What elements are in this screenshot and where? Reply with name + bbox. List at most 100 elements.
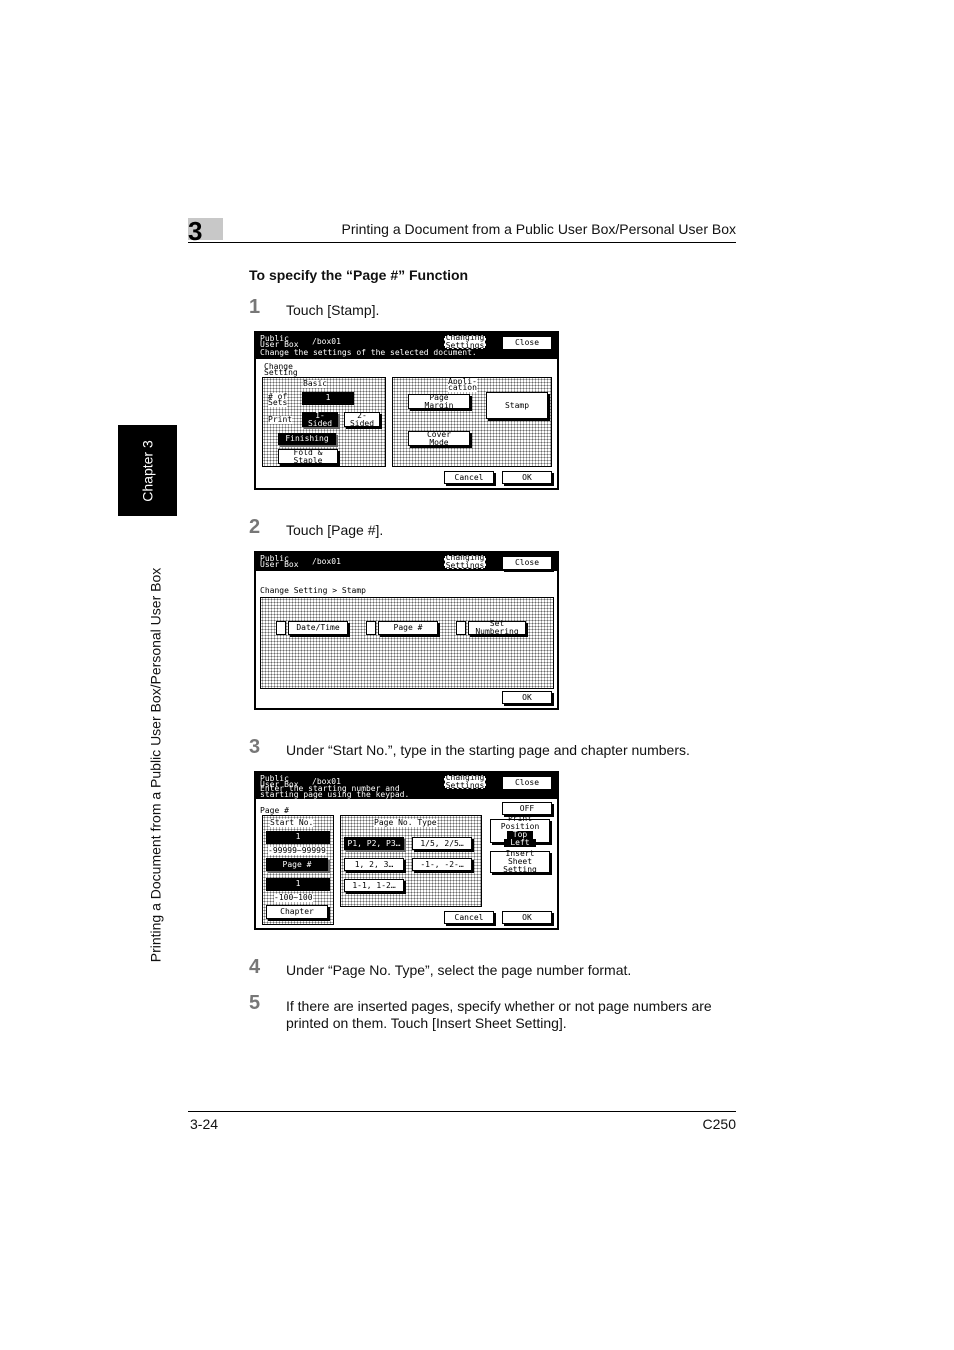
box-path: /box01 (312, 557, 341, 566)
start-number-range: -99999~99999 (268, 846, 326, 855)
button-line: Print (507, 814, 533, 823)
step-text: Under “Start No.”, type in the starting … (286, 742, 690, 758)
button-line: Sheet (507, 857, 533, 866)
breadcrumb: Change Setting > Stamp (260, 586, 366, 595)
header-title: Printing a Document from a Public User B… (341, 221, 737, 237)
cancel-button[interactable]: Cancel (444, 471, 494, 484)
header-label: Public (260, 334, 289, 343)
cancel-button[interactable]: Cancel (444, 911, 494, 924)
chapter-button[interactable]: Chapter (266, 905, 328, 919)
step-number: 5 (249, 992, 261, 1014)
two-sided-button[interactable]: 2-Sided (344, 410, 380, 428)
indicator-line: Settings (445, 341, 485, 350)
ok-button[interactable]: OK (502, 911, 552, 924)
page-number-title: Page # (260, 806, 289, 815)
screen-message: Change the settings of the selected docu… (260, 348, 477, 357)
page-number-tab[interactable]: Page # (266, 858, 328, 871)
button-line: Mode (429, 437, 449, 447)
side-chapter-label: Chapter 3 (139, 439, 156, 502)
indicator-line: Changing (445, 553, 485, 562)
type-dash-button[interactable]: -1-, -2-… (412, 858, 472, 871)
button-line: Page (429, 392, 449, 402)
step-number: 1 (249, 296, 261, 318)
header-label: Public (260, 554, 289, 563)
chapter-number-field[interactable]: 1 (266, 878, 330, 891)
close-button[interactable]: Close (502, 336, 552, 350)
start-number-field[interactable]: 1 (266, 831, 330, 844)
chapter-number-range: -100~100 (274, 893, 313, 902)
step-number: 3 (249, 736, 261, 758)
close-button[interactable]: Close (502, 776, 552, 790)
header-label: Public (260, 774, 289, 783)
model-name: C250 (702, 1116, 736, 1132)
date-time-check[interactable] (276, 621, 286, 635)
type-p1-button[interactable]: P1, P2, P3… (344, 837, 404, 850)
chapter-side-tab (118, 425, 177, 516)
insert-sheet-setting-button[interactable]: Insert Sheet Setting (490, 849, 550, 874)
fold-staple-button[interactable]: Fold &Staple (278, 448, 338, 465)
screen-change-setting: Public User Box /box01 Changing Settings… (254, 331, 559, 490)
sets-label: # of (268, 392, 288, 401)
page-number-button[interactable]: Page # (378, 621, 438, 635)
type-fraction-button[interactable]: 1/5, 2/5… (412, 837, 472, 850)
step-text: If there are inserted pages, specify whe… (286, 998, 712, 1031)
date-time-button[interactable]: Date/Time (288, 621, 348, 635)
indicator-line: Settings (445, 561, 485, 570)
application-label: cation (448, 383, 477, 392)
page-number-check[interactable] (366, 621, 376, 635)
step-number: 2 (249, 516, 261, 538)
header-label: User Box (260, 560, 299, 569)
button-line: Sided (307, 418, 333, 428)
close-button[interactable]: Close (502, 556, 552, 570)
one-sided-button[interactable]: 1-Sided (302, 410, 338, 428)
page-number: 3-24 (190, 1116, 219, 1132)
header-rule (188, 242, 736, 243)
set-numbering-check[interactable] (456, 621, 466, 635)
off-button[interactable]: OFF (502, 802, 552, 815)
button-line: 1- (315, 410, 325, 420)
side-section-label: Printing a Document from a Public User B… (147, 567, 163, 963)
step-number: 4 (249, 956, 261, 978)
button-line: Staple (293, 455, 323, 465)
finishing-button[interactable]: Finishing (278, 433, 336, 445)
header-label: User Box (260, 340, 299, 349)
button-line: Numbering (475, 627, 519, 636)
button-line: 2- (357, 410, 367, 420)
indicator-line: Changing (445, 773, 485, 782)
changing-settings-indicator: Changing Settings (444, 553, 486, 570)
changing-settings-indicator: Changing Settings (444, 334, 486, 350)
button-line: Insert (505, 849, 535, 858)
box-path: /box01 (312, 337, 341, 346)
button-line: Left (504, 839, 536, 847)
button-line: Top (506, 831, 534, 839)
type-chapter-button[interactable]: 1-1, 1-2… (344, 879, 404, 892)
sets-label: Sets (268, 398, 288, 407)
step-text: Touch [Page #]. (286, 522, 384, 538)
header-label: User Box (260, 780, 299, 789)
button-line: Sided (349, 418, 375, 428)
print-label: Print (268, 415, 293, 424)
ok-button[interactable]: OK (502, 691, 552, 704)
indicator-line: Settings (445, 781, 485, 790)
ok-button[interactable]: OK (502, 471, 552, 484)
sets-field[interactable]: 1 (302, 392, 354, 405)
stamp-panel (260, 597, 554, 689)
footer-rule (188, 1111, 736, 1112)
screen-message: Enter the starting number and (260, 784, 400, 793)
basic-label: Basic (303, 379, 328, 388)
stamp-button[interactable]: Stamp (486, 392, 548, 419)
step-text: Touch [Stamp]. (286, 302, 380, 318)
chapter-number: 3 (188, 216, 203, 246)
button-line: Setting (503, 865, 537, 874)
print-position-button[interactable]: Print Position Top Left (490, 815, 550, 847)
screen-stamp: Public User Box /box01 Changing Settings… (254, 551, 559, 710)
start-number-label: Start No. (270, 818, 314, 827)
page-no-type-label: Page No. Type (374, 818, 437, 827)
type-number-button[interactable]: 1, 2, 3… (344, 858, 404, 871)
application-label: Appli- (448, 377, 477, 386)
panel-title: Setting (264, 368, 298, 377)
step-text: Under “Page No. Type”, select the page n… (286, 962, 632, 978)
